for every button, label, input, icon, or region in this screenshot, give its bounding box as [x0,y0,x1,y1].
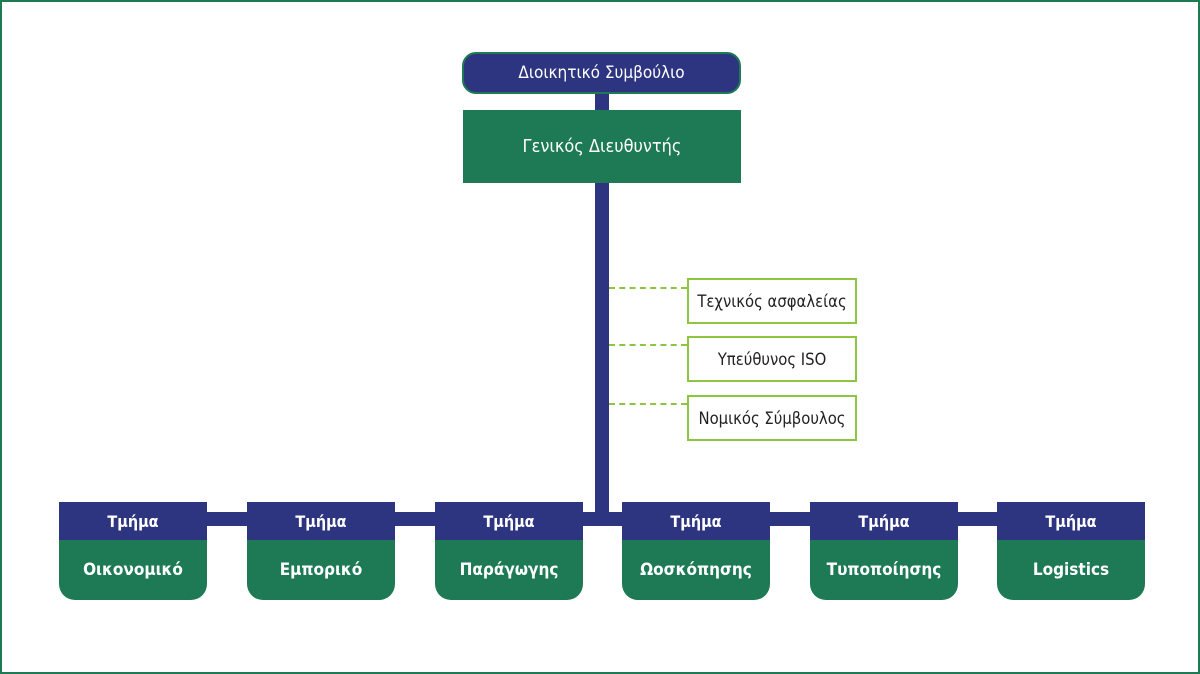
department-prefix: Τμήμα [622,502,770,540]
department-prefix: Τμήμα [810,502,958,540]
staff-connector-2 [609,344,687,346]
general-manager-label: Γενικός Διευθυντής [522,136,682,157]
staff-connector-3 [609,403,687,405]
department-box-finance: Τμήμα Οικονομικό [59,502,207,600]
staff-connector-1 [609,287,687,289]
department-box-candling: Τμήμα Ωοσκόπησης [622,502,770,600]
department-box-logistics: Τμήμα Logistics [997,502,1145,600]
staff-box-legal: Νομικός Σύμβουλος [687,395,857,441]
staff-label: Νομικός Σύμβουλος [698,408,846,428]
department-prefix: Τμήμα [435,502,583,540]
board-label: Διοικητικό Συμβούλιο [518,63,685,83]
general-manager-box: Γενικός Διευθυντής [463,110,741,183]
department-box-commercial: Τμήμα Εμπορικό [247,502,395,600]
connector-vertical-main [595,182,609,522]
department-name: Οικονομικό [59,540,207,600]
department-prefix: Τμήμα [247,502,395,540]
board-box: Διοικητικό Συμβούλιο [462,52,741,94]
department-prefix: Τμήμα [59,502,207,540]
department-name: Παράγωγης [435,540,583,600]
department-name: Ωοσκόπησης [622,540,770,600]
department-name: Logistics [997,540,1145,600]
department-name: Τυποποίησης [810,540,958,600]
department-name: Εμπορικό [247,540,395,600]
department-box-packaging: Τμήμα Τυποποίησης [810,502,958,600]
staff-label: Τεχνικός ασφαλείας [697,291,847,311]
staff-box-safety: Τεχνικός ασφαλείας [687,278,857,324]
connector-vertical-top [595,94,609,110]
department-box-production: Τμήμα Παράγωγης [435,502,583,600]
staff-box-iso: Υπεύθυνος ISO [687,336,857,382]
department-prefix: Τμήμα [997,502,1145,540]
staff-label: Υπεύθυνος ISO [717,349,827,369]
